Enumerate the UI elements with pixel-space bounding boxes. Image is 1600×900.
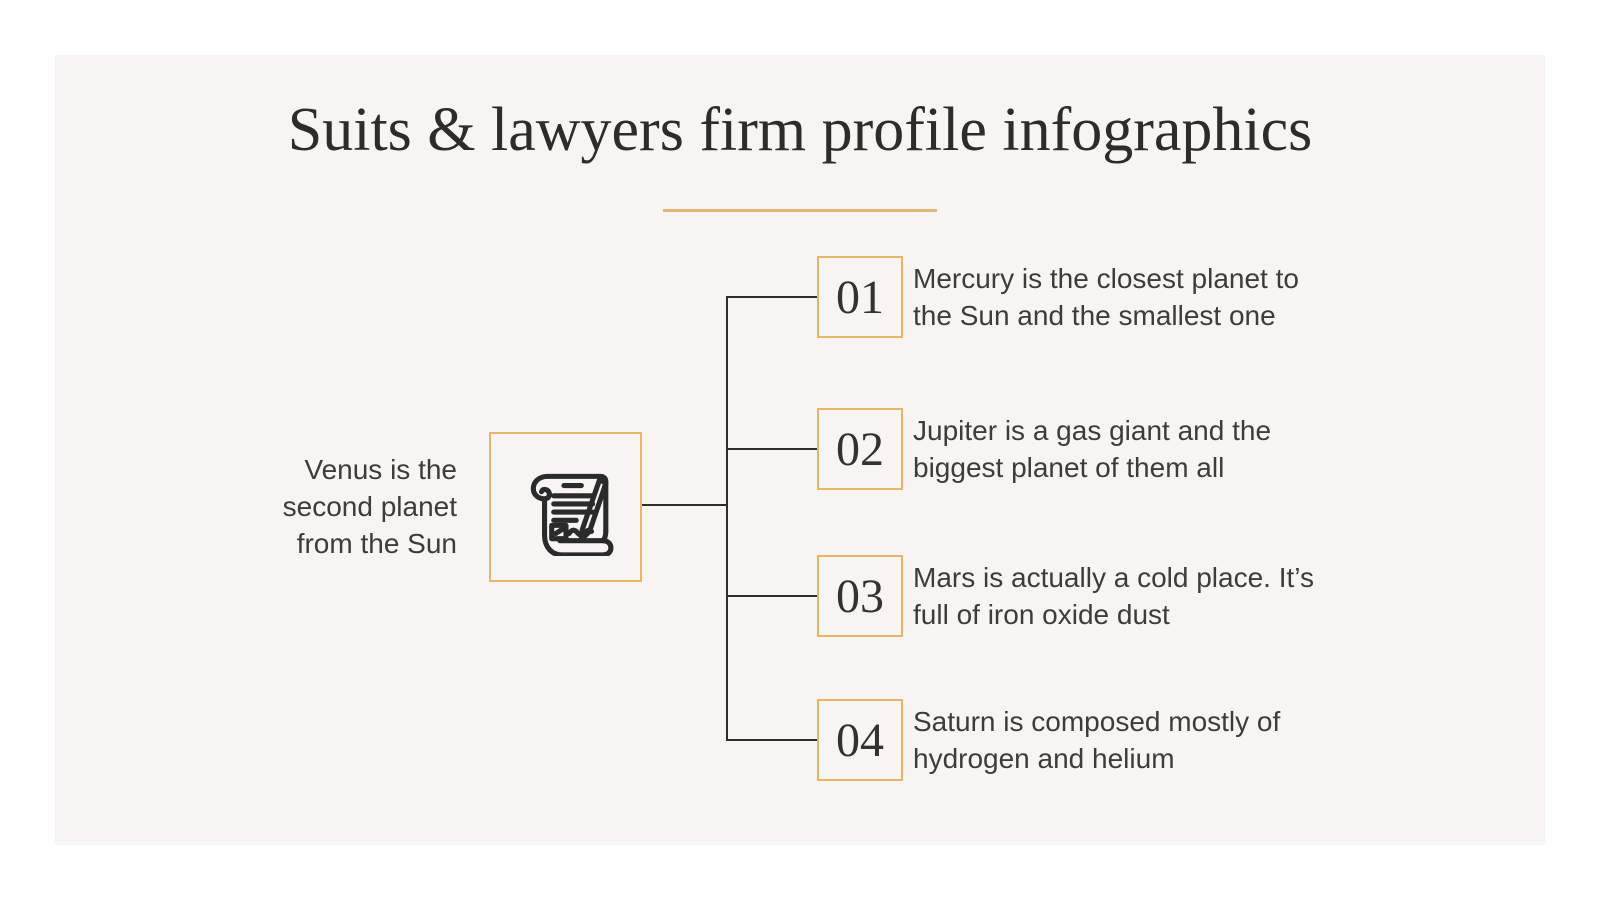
title-underline-divider <box>663 209 937 212</box>
root-description: Venus is the second planet from the Sun <box>282 454 457 559</box>
item-number-4: 04 <box>836 713 884 767</box>
connector-trunk-line <box>726 296 728 741</box>
slide-canvas: Suits & lawyers firm profile infographic… <box>55 55 1545 845</box>
connector-root-line <box>642 504 727 506</box>
slide-title: Suits & lawyers firm profile infographic… <box>287 96 1313 164</box>
item-number-3: 03 <box>836 569 884 623</box>
connector-branch-1 <box>728 296 817 298</box>
item-number-box-1: 01 <box>817 256 903 338</box>
item-text-2: Jupiter is a gas giant and the biggest p… <box>913 415 1272 483</box>
item-number-2: 02 <box>836 422 884 476</box>
item-text-3: Mars is actually a cold place. It’s full… <box>913 562 1314 630</box>
contract-icon-box <box>489 432 642 582</box>
item-number-box-2: 02 <box>817 408 903 490</box>
connector-branch-2 <box>728 448 817 450</box>
item-text-4: Saturn is composed mostly of hydrogen an… <box>913 706 1281 774</box>
contract-signature-icon <box>530 473 613 556</box>
connector-branch-3 <box>728 595 817 597</box>
item-number-box-3: 03 <box>817 555 903 637</box>
item-text-1: Mercury is the closest planet to the Sun… <box>913 263 1299 331</box>
item-number-1: 01 <box>836 270 884 324</box>
item-number-box-4: 04 <box>817 699 903 781</box>
connector-branch-4 <box>728 739 817 741</box>
